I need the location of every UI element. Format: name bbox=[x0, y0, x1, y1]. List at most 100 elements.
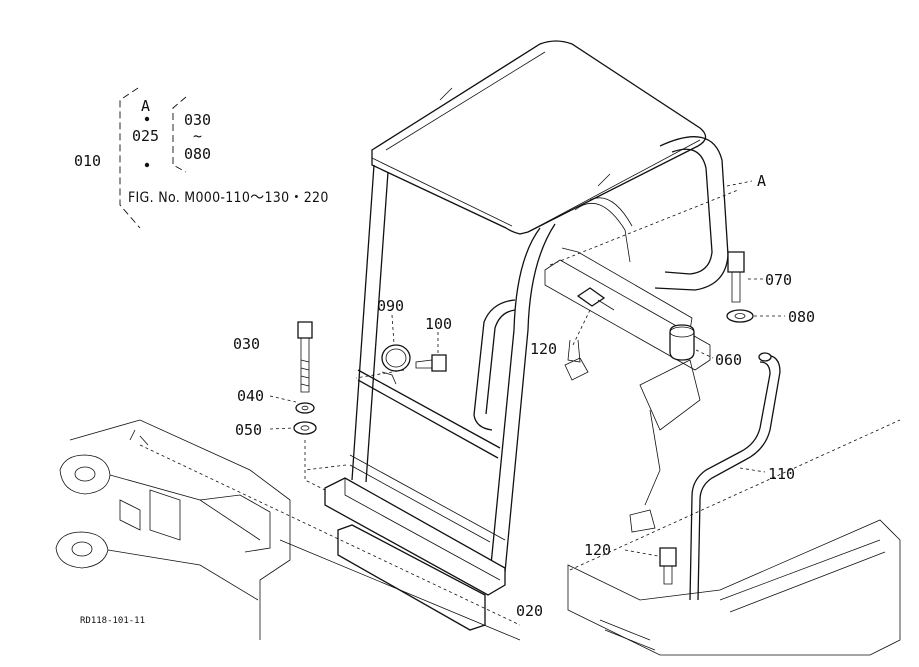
leader bbox=[304, 464, 347, 471]
leader-a bbox=[726, 180, 753, 187]
right-housing bbox=[567, 519, 901, 656]
leader-120 bbox=[572, 309, 591, 346]
leader-040 bbox=[269, 395, 297, 403]
bracket-tab bbox=[567, 339, 581, 363]
leader-090 bbox=[391, 314, 395, 345]
right-post-rear bbox=[504, 223, 556, 573]
label-100: 100 bbox=[425, 315, 452, 333]
callout-item-025: 025 bbox=[132, 127, 159, 145]
bracket bbox=[639, 359, 701, 431]
label-110: 110 bbox=[768, 465, 795, 483]
leader-110 bbox=[739, 467, 766, 473]
washer-040-hole bbox=[301, 405, 309, 411]
foot-plate bbox=[564, 357, 589, 381]
clamp-090-tab bbox=[381, 371, 397, 385]
loose-parts bbox=[293, 321, 447, 491]
rear-loop-outer bbox=[654, 136, 729, 291]
leader-lines bbox=[269, 180, 785, 557]
roof-edge bbox=[371, 157, 513, 227]
label-120-lower: 120 bbox=[584, 541, 611, 559]
callout-dot bbox=[144, 116, 150, 122]
leader bbox=[304, 440, 326, 491]
left-post-front bbox=[351, 164, 375, 481]
label-050: 050 bbox=[235, 421, 262, 439]
leader-050 bbox=[269, 427, 294, 430]
callout-range-end: 080 bbox=[184, 145, 211, 163]
bolt-120-head bbox=[576, 287, 606, 307]
rear-loop-inner bbox=[664, 148, 713, 275]
leader bbox=[355, 369, 405, 379]
clamp-090-inner bbox=[385, 348, 407, 368]
roof-clip bbox=[439, 87, 611, 187]
leader bbox=[549, 189, 739, 266]
bolt-100-shank bbox=[415, 359, 433, 369]
callout-bracket-left bbox=[119, 87, 141, 229]
frame-hidden-line bbox=[139, 444, 521, 626]
washer-040 bbox=[295, 402, 315, 414]
figure-reference: FIG. No. M000-110～130・220 bbox=[128, 190, 329, 206]
callout-bracket-right bbox=[172, 96, 187, 173]
frame-boss-hole bbox=[74, 466, 96, 482]
tube-110 bbox=[697, 354, 781, 601]
callout-range-start: 030 bbox=[184, 111, 211, 129]
bolt-thread bbox=[300, 359, 310, 387]
collar-top bbox=[669, 326, 695, 338]
roof-edge bbox=[527, 139, 701, 233]
panel-line bbox=[349, 454, 506, 541]
bolt-030-shank bbox=[300, 338, 310, 393]
left-post-rear bbox=[365, 171, 389, 483]
right-housing-edge bbox=[719, 539, 886, 613]
frame-gusset bbox=[119, 489, 181, 541]
grab-handle bbox=[485, 309, 516, 415]
frame-outline bbox=[69, 419, 291, 640]
label-020: 020 bbox=[516, 602, 543, 620]
tube-110-inner bbox=[689, 361, 771, 601]
right-housing-vent bbox=[599, 619, 656, 651]
callout-ref-label: 010 bbox=[74, 152, 101, 170]
label-120-upper: 120 bbox=[530, 340, 557, 358]
leader-060 bbox=[695, 349, 714, 359]
collar-060 bbox=[669, 324, 695, 361]
washer-080 bbox=[726, 309, 754, 323]
callout-range-tilde: ~ bbox=[193, 127, 202, 145]
cross-bar bbox=[357, 379, 499, 459]
bolt-030-head bbox=[297, 321, 313, 339]
tube-end bbox=[758, 352, 772, 362]
bracket-leg bbox=[644, 409, 661, 506]
base-channel-edge bbox=[344, 478, 501, 581]
panel-line bbox=[349, 464, 491, 543]
drawing-code: RD118-101-11 bbox=[80, 616, 145, 626]
frame-rail bbox=[107, 474, 261, 601]
grab-handle bbox=[473, 299, 516, 431]
bolt-070-head bbox=[727, 251, 745, 273]
frame-boss bbox=[55, 531, 109, 569]
washer-050 bbox=[293, 421, 317, 435]
label-090: 090 bbox=[377, 297, 404, 315]
bolt-070-shank bbox=[731, 272, 741, 303]
foot-plate bbox=[629, 509, 656, 533]
mount-plate bbox=[544, 259, 711, 371]
cross-bar bbox=[357, 369, 501, 449]
mount-plate-edge bbox=[561, 247, 693, 331]
bolt-100-head bbox=[431, 354, 447, 372]
right-post-front bbox=[489, 227, 541, 576]
bolt-120-shank bbox=[597, 299, 615, 311]
callout-block: 010 A 025 030 ~ 080 FIG. No. M000-110～13… bbox=[74, 87, 329, 229]
label-080: 080 bbox=[788, 308, 815, 326]
washer-050-hole bbox=[300, 425, 310, 431]
bolt-120b-shank bbox=[663, 566, 673, 585]
leader-120b bbox=[624, 549, 659, 557]
rear-brace bbox=[574, 202, 631, 263]
label-060: 060 bbox=[715, 351, 742, 369]
roof-panel bbox=[371, 40, 707, 235]
label-040: 040 bbox=[237, 387, 264, 405]
rear-brace bbox=[589, 197, 633, 227]
frame-boss-hole bbox=[71, 541, 93, 557]
rops-canopy bbox=[304, 40, 729, 631]
mount-bracket-assembly bbox=[544, 189, 781, 601]
frame-line bbox=[129, 429, 521, 641]
roof-edge bbox=[385, 51, 546, 151]
callout-marker-a: A bbox=[141, 97, 150, 115]
